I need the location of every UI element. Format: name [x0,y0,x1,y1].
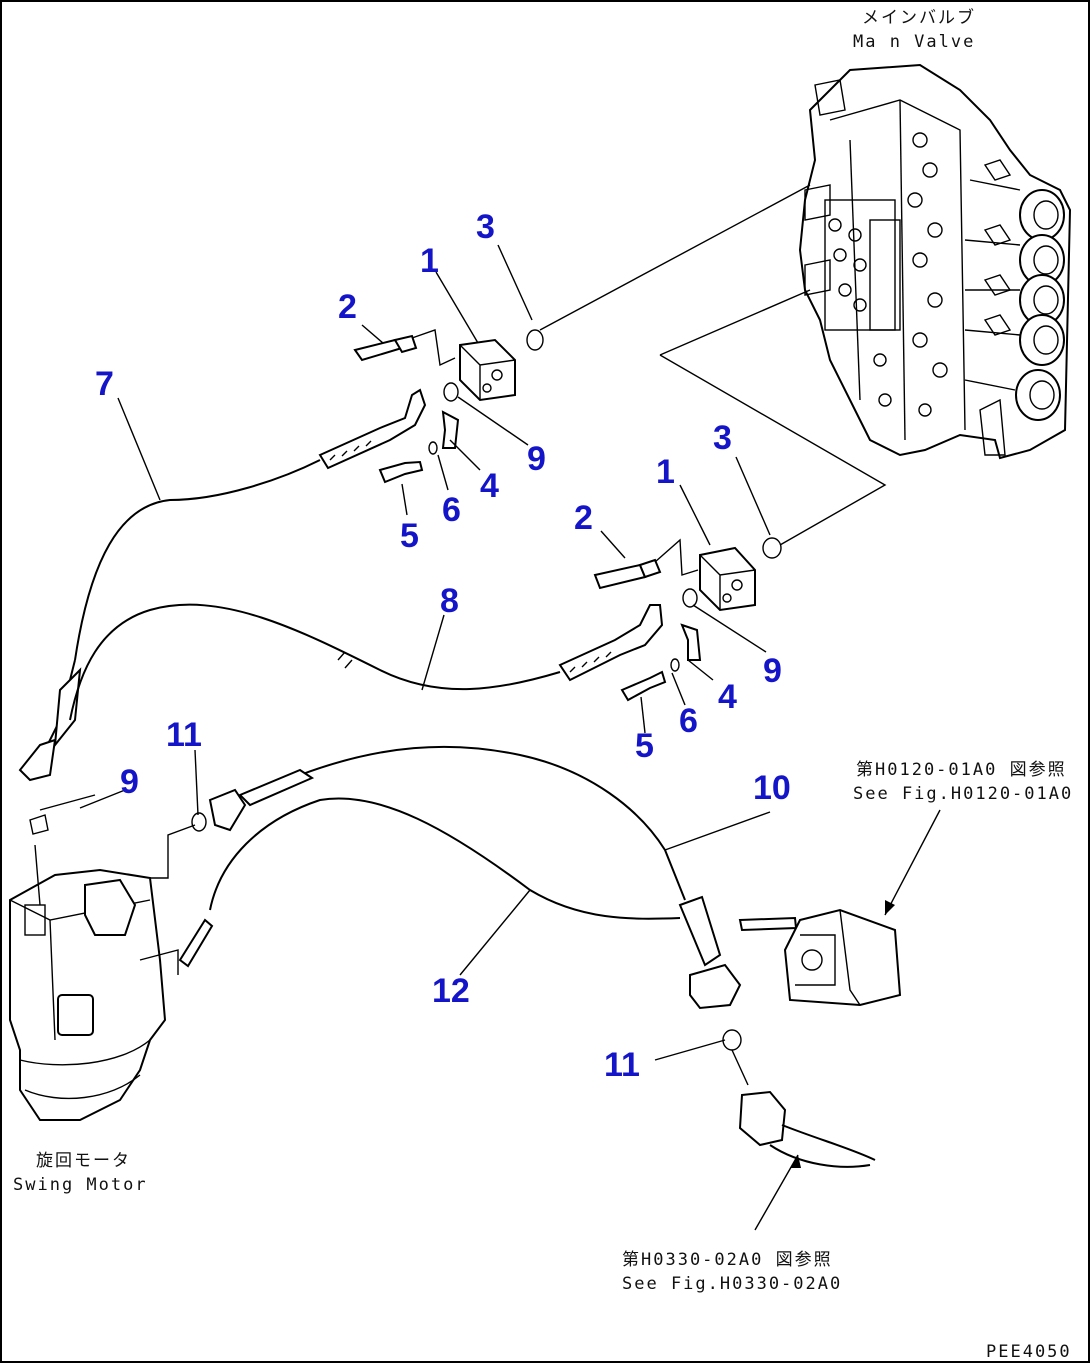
swing-motor-label-jp: 旋回モータ [36,1151,131,1171]
callout-9: 9 [527,440,546,478]
pilot-pump-drawing [783,908,902,1007]
callout-3: 3 [476,208,495,246]
upper-flange-group [318,329,544,484]
callout-4b: 4 [718,678,737,716]
callout-1b: 1 [656,453,675,491]
main-valve-label-jp: メインバルブ [862,7,976,28]
callout-2: 2 [338,288,357,326]
reference-1-jp: 第H0120-01A0 図参照 [856,760,1067,780]
swing-motor-drawing [9,788,247,1121]
swing-motor-label-en: Swing Motor [13,1175,148,1195]
reference-1-en: See Fig.H0120-01A0 [853,784,1073,804]
hoses [18,459,798,1010]
reference-2-jp: 第H0330-02A0 図参照 [622,1250,833,1270]
callout-9c: 9 [120,763,139,801]
callout-8: 8 [440,582,459,620]
callout-12: 12 [432,972,470,1010]
drawing-code: PEE4050 [986,1342,1072,1362]
callout-9b: 9 [763,652,782,690]
callout-5: 5 [400,517,419,555]
reference-2-en: See Fig.H0330-02A0 [622,1274,842,1294]
main-valve-label-en: Ma n Valve [853,32,975,52]
text-notes: メインバルブ Ma n Valve 旋回モータ Swing Motor 第H01… [13,7,1073,1362]
callout-numbers: 3 1 2 7 9 4 6 5 3 1 2 8 9 4 6 5 11 9 10 … [95,208,791,1084]
callout-10: 10 [753,769,791,807]
callout-4: 4 [480,467,499,505]
callout-3b: 3 [713,419,732,457]
callout-6: 6 [442,491,461,529]
lower-flange-group [558,537,782,702]
callout-7: 7 [95,365,114,403]
flange-assembly-drawing [722,1029,876,1168]
main-valve-drawing [798,63,1072,460]
callout-11: 11 [166,716,202,754]
callout-2b: 2 [574,499,593,537]
callout-6b: 6 [679,702,698,740]
callout-1: 1 [420,242,439,280]
callout-11b: 11 [604,1046,640,1084]
main-valve-leaders [539,184,887,546]
arrowheads [790,900,895,1168]
callout-5b: 5 [635,727,654,765]
callout-leaders [79,244,941,1231]
